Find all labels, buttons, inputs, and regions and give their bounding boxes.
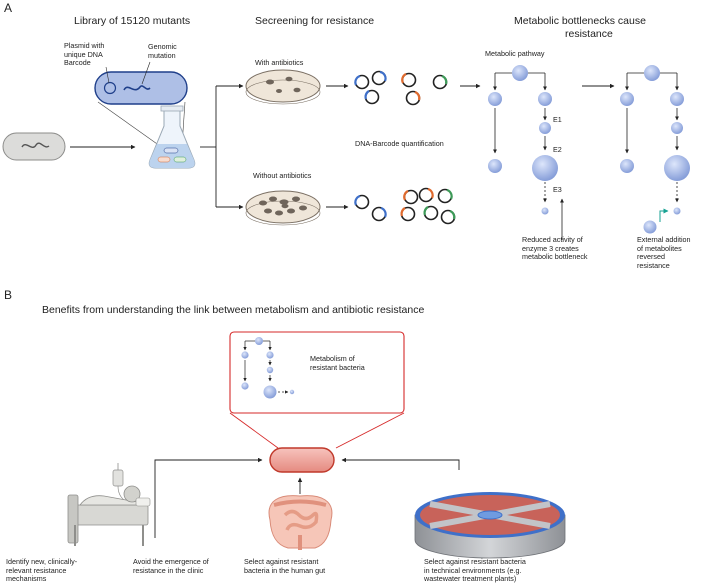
genomic-mutation-label: Genomic mutation xyxy=(148,42,177,60)
zoom-line xyxy=(97,101,161,147)
metabolism-box xyxy=(229,331,405,449)
avoid-caption: Avoid the emergence of resistance in the… xyxy=(133,557,209,575)
panel-b-title: Benefits from understanding the link bet… xyxy=(42,304,425,316)
plasmids-without-antibiotics xyxy=(354,187,456,225)
human-gut-icon xyxy=(268,495,333,550)
metabolic-pathway-bottleneck xyxy=(488,65,564,240)
branch-arrows xyxy=(200,83,244,210)
wastewater-plant-icon xyxy=(414,492,566,559)
gut-caption: Select against resistant bacteria in the… xyxy=(244,557,326,575)
metabolic-pathway-reversed xyxy=(620,65,690,234)
flask xyxy=(148,105,196,169)
reduced-activity-caption: Reduced activity of enzyme 3 creates met… xyxy=(522,235,588,262)
metabolism-label: Metabolism of resistant bacteria xyxy=(310,354,365,372)
petri-dish-without-antibiotics xyxy=(245,190,321,226)
library-title: Library of 15120 mutants xyxy=(74,15,191,27)
with-antibiotics-label: With antibiotics xyxy=(255,58,304,67)
barcode-quantification-label: DNA-Barcode quantification xyxy=(355,139,444,148)
mutant-cell xyxy=(94,71,188,105)
environment-caption: Select against resistant bacteria in tec… xyxy=(424,557,526,584)
identify-caption: Identify new, clinically- relevant resis… xyxy=(6,557,78,584)
bottleneck-title-line2: resistance xyxy=(565,28,613,40)
bottleneck-title-line1: Metabolic bottlenecks cause xyxy=(514,15,646,27)
panel-b-label: B xyxy=(4,288,13,302)
petri-dish-with-antibiotics xyxy=(245,69,321,105)
plasmid-pointer xyxy=(105,66,110,84)
enzyme-1-label: E1 xyxy=(553,115,562,124)
without-antibiotics-label: Without antibiotics xyxy=(253,171,312,180)
metabolic-pathway-label: Metabolic pathway xyxy=(485,49,545,58)
resistant-bacterium xyxy=(269,447,335,473)
benefit-arrows xyxy=(154,457,460,538)
enzyme-2-label: E2 xyxy=(553,145,562,154)
genomic-pointer xyxy=(141,61,151,85)
bacterium-cell xyxy=(2,132,66,161)
plasmids-with-antibiotics xyxy=(354,70,448,106)
hospital-bed-icon xyxy=(67,463,151,546)
enzyme-3-label: E3 xyxy=(553,185,562,194)
screening-title: Secreening for resistance xyxy=(255,15,375,27)
external-addition-caption: External addition of metabolites reverse… xyxy=(637,235,691,270)
panel-a-label: A xyxy=(4,1,13,15)
plasmid-label: Plasmid with unique DNA Barcode xyxy=(64,41,105,68)
